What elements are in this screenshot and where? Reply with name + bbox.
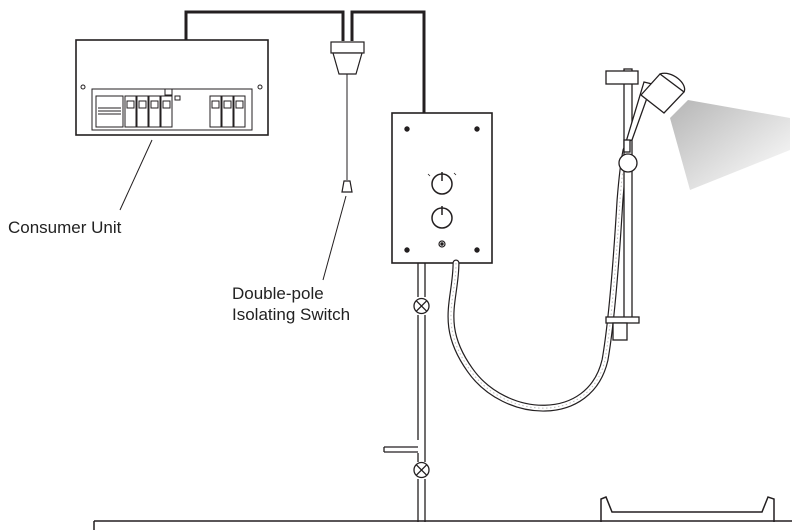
isolating-switch-label-line2: Isolating Switch — [232, 305, 351, 324]
supply-cable — [184, 10, 426, 113]
shower-head — [623, 72, 686, 153]
shower-hose — [447, 146, 630, 412]
isolating-switch — [330, 41, 365, 193]
shower-spray — [670, 100, 790, 190]
temperature-dial — [427, 172, 457, 195]
bath — [93, 496, 792, 530]
isolating-switch-label-line1: Double-pole — [232, 284, 324, 303]
isolation-valve-upper — [413, 297, 430, 315]
riser-rail — [605, 68, 640, 341]
isolating-switch-label: Double-pole Isolating Switch — [232, 283, 350, 325]
consumer-unit-pointer — [119, 139, 153, 211]
consumer-unit — [75, 39, 269, 136]
water-supply-pipe — [383, 263, 426, 522]
isolation-valve-lower — [413, 461, 430, 479]
consumer-unit-label: Consumer Unit — [8, 218, 122, 237]
power-dial — [431, 206, 453, 229]
isolating-switch-pointer — [322, 195, 347, 281]
